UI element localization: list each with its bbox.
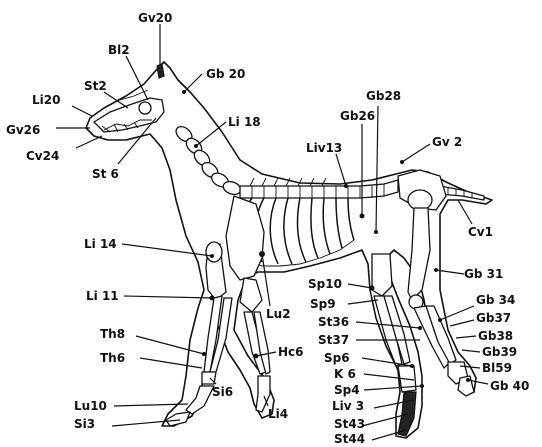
label-gv26: Gv26 [6, 123, 40, 137]
leader-cv24 [76, 136, 102, 148]
label-li18: Li 18 [228, 115, 261, 129]
label-cv1: Cv1 [468, 225, 493, 239]
label-sp4: Sp4 [334, 383, 360, 397]
label-gb20: Gb 20 [206, 67, 245, 81]
point-lu2 [259, 251, 265, 257]
leader-sp10 [348, 284, 372, 288]
label-gb39: Gb39 [482, 345, 517, 359]
label-st2: St2 [84, 79, 107, 93]
point-sp4 [420, 384, 424, 388]
label-gb38: Gb38 [478, 329, 513, 343]
leader-cv1 [458, 200, 472, 224]
point-hc6 [254, 354, 259, 359]
label-bl59: Bl59 [482, 361, 512, 375]
leader-gb39 [462, 350, 480, 352]
label-cv24: Cv24 [26, 149, 59, 163]
label-lu2: Lu2 [266, 307, 291, 321]
label-gb34: Gb 34 [476, 293, 515, 307]
label-liv13: Liv13 [306, 141, 342, 155]
leader-li20 [72, 106, 92, 116]
label-st44: St44 [334, 432, 365, 446]
label-hc6: Hc6 [278, 345, 304, 359]
point-liv13 [344, 184, 348, 188]
label-liv3: Liv 3 [332, 399, 364, 413]
label-k6: K 6 [334, 367, 356, 381]
label-st6: St 6 [92, 167, 119, 181]
label-gv20: Gv20 [138, 11, 172, 25]
point-sp10 [370, 286, 375, 291]
label-sp10: Sp10 [308, 277, 342, 291]
leader-gb37 [450, 320, 474, 326]
label-gb28: Gb28 [366, 89, 401, 103]
label-si3: Si3 [74, 417, 95, 431]
leader-gb20 [184, 74, 202, 92]
point-li14 [210, 254, 214, 258]
leader-gv2 [402, 144, 430, 162]
label-li4: Li4 [268, 407, 288, 421]
leader-gb38 [456, 336, 476, 338]
point-gv2 [400, 160, 404, 164]
label-li11: Li 11 [86, 289, 119, 303]
point-st36 [418, 326, 422, 330]
point-gb34 [438, 318, 442, 322]
label-gb40: Gb 40 [490, 379, 529, 393]
label-th8: Th8 [100, 327, 125, 341]
label-th6: Th6 [100, 351, 125, 365]
label-sp9: Sp9 [310, 297, 336, 311]
label-lu10: Lu10 [74, 399, 107, 413]
label-sp6: Sp6 [324, 351, 350, 365]
point-gb20 [182, 90, 186, 94]
label-bl2: Bl2 [108, 43, 130, 57]
label-st37: St37 [318, 333, 349, 347]
label-st36: St36 [318, 315, 349, 329]
point-gb40 [466, 378, 470, 382]
point-gb26 [360, 214, 365, 219]
label-st43: St43 [334, 417, 365, 431]
label-li14: Li 14 [84, 237, 117, 251]
point-th8 [202, 352, 206, 356]
label-gb26: Gb26 [340, 109, 375, 123]
label-li20: Li20 [32, 93, 60, 107]
point-sp6 [410, 364, 414, 368]
point-gb31 [434, 268, 438, 272]
leader-liv13 [336, 154, 346, 186]
point-gb28 [374, 230, 378, 234]
label-si6: Si6 [212, 385, 233, 399]
label-gb31: Gb 31 [464, 267, 503, 281]
label-gv2: Gv 2 [432, 135, 462, 149]
leader-li11 [124, 296, 212, 298]
point-li11 [210, 296, 215, 301]
label-gb37: Gb37 [476, 311, 511, 325]
point-li18 [194, 144, 198, 148]
